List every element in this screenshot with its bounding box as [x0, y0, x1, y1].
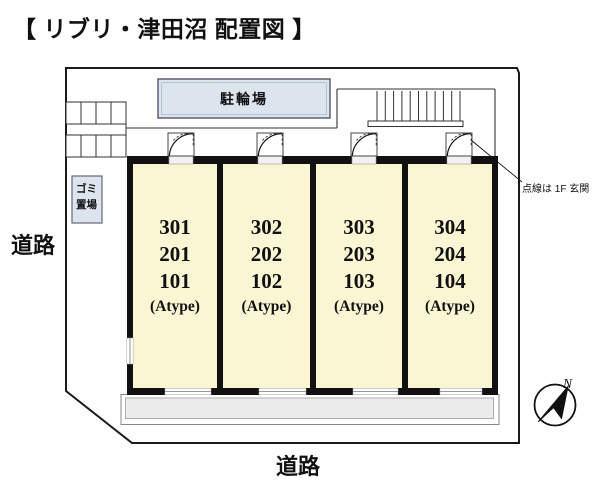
staircase: [367, 91, 464, 127]
compass-north-label: N: [562, 376, 573, 391]
entrance-door-icon: [350, 132, 378, 165]
room-number: 101: [159, 269, 191, 293]
note-leader-line: [470, 139, 523, 183]
garbage-label-line1: ゴミ: [76, 183, 97, 195]
room-number: 303: [343, 215, 375, 239]
road-label-bottom: 道路: [276, 454, 321, 479]
bicycle-parking-area: [157, 78, 331, 119]
windows: [126, 337, 483, 395]
compass-icon: N: [533, 376, 577, 427]
room-number: 103: [343, 269, 375, 293]
room-number: 104: [434, 269, 466, 293]
entrance-door-icon: [445, 132, 473, 165]
room-type: (Atype): [241, 298, 292, 315]
room-number: 202: [250, 242, 283, 266]
balcony: [120, 394, 500, 425]
room-type: (Atype): [425, 298, 475, 315]
entrance-door-icon: [256, 132, 284, 165]
room-number: 204: [434, 242, 466, 266]
room-number: 301: [159, 215, 191, 239]
unit-label-2: 302 202 102 (Atype): [223, 214, 310, 319]
walls: [127, 156, 498, 395]
left-steps: [65, 101, 127, 158]
garbage-label-line2: 置場: [76, 199, 97, 212]
room-number: 302: [250, 215, 283, 239]
room-number: 201: [159, 242, 191, 266]
garbage-area-label: ゴミ 置場: [71, 181, 102, 214]
unit-label-1: 301 201 101 (Atype): [133, 214, 217, 319]
room-number: 203: [343, 242, 375, 266]
garbage-area: [71, 175, 103, 224]
entrance-door-icon: [167, 132, 195, 165]
building-block: [126, 156, 498, 395]
room-number: 102: [250, 269, 283, 293]
page-title: 【 リブリ・津田沼 配置図 】: [13, 16, 316, 42]
bicycle-parking-label: 駐輪場: [220, 90, 268, 107]
room-type: (Atype): [150, 298, 200, 315]
walkway-lines: [126, 88, 496, 157]
unit-label-3: 303 203 103 (Atype): [316, 214, 402, 319]
entrance-note: 点線は 1F 玄関: [522, 184, 590, 195]
road-label-left: 道路: [11, 233, 56, 258]
room-type: (Atype): [334, 298, 384, 315]
room-number: 304: [434, 215, 466, 239]
unit-label-4: 304 204 104 (Atype): [408, 214, 492, 319]
